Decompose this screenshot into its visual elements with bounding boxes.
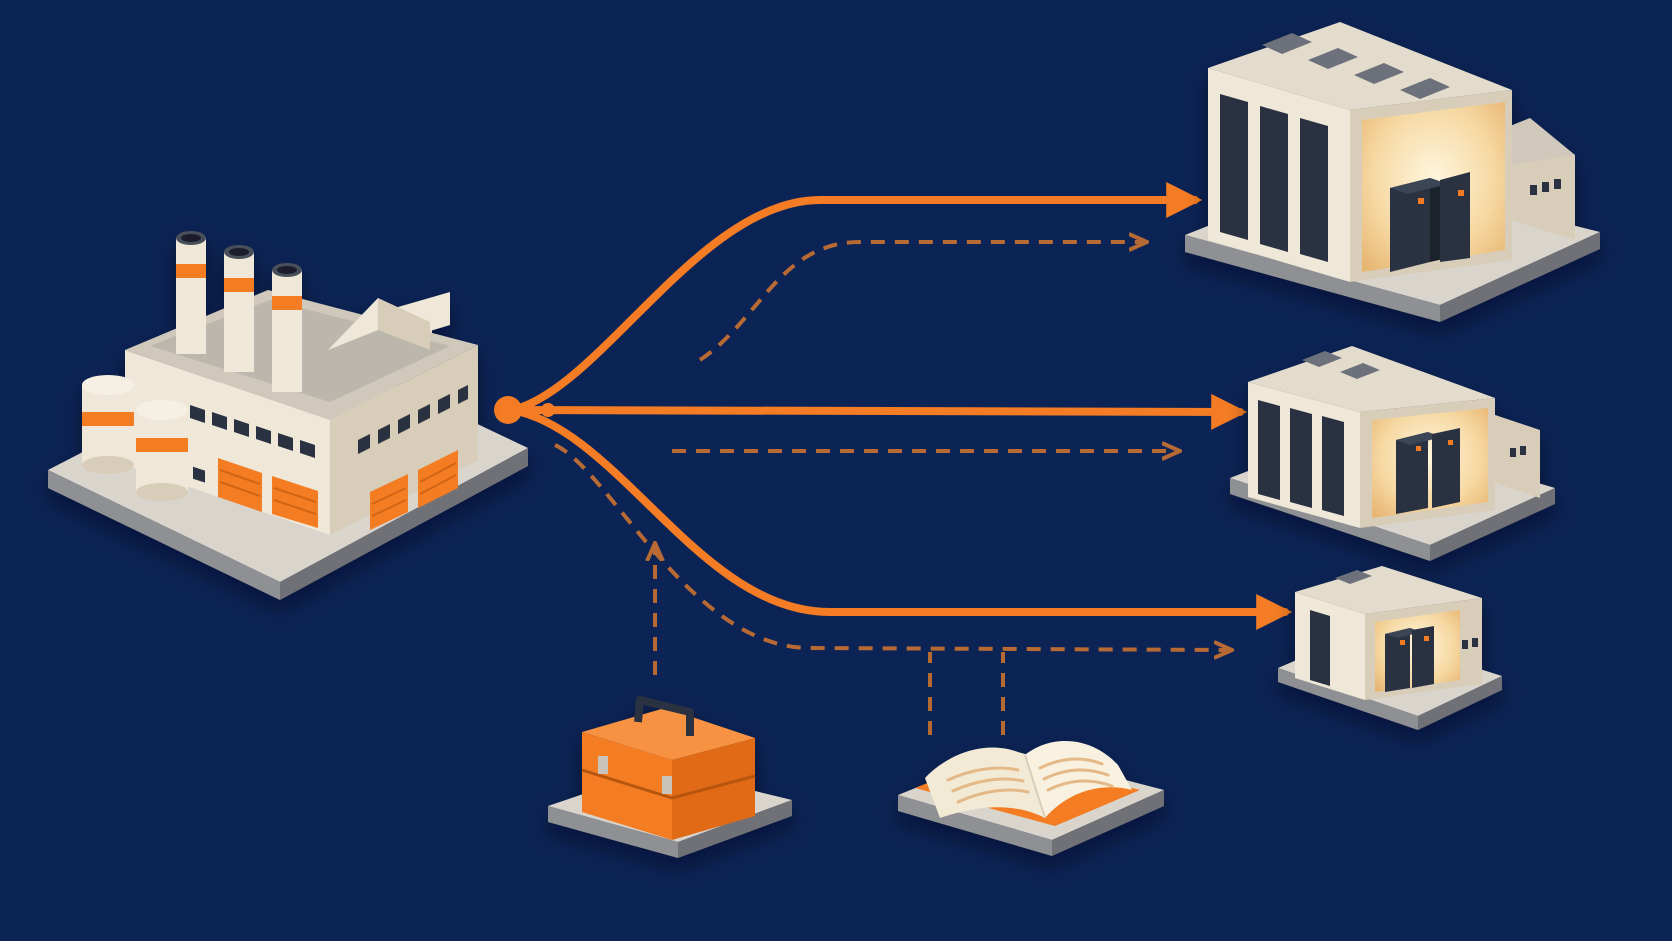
route-junction-dot [494,396,522,424]
factory-door-1 [218,458,262,512]
server-racks-medium [1396,428,1460,514]
smokestacks [176,231,302,392]
server-racks-small [1385,626,1434,692]
data-center-small-icon [1278,566,1502,730]
storage-tanks [82,375,188,501]
flow-lines [494,182,1293,735]
data-center-large-icon [1185,22,1600,322]
factory-door-3 [370,474,408,530]
factory-icon [48,231,528,600]
data-center-medium-icon [1230,346,1555,561]
route-solid-small [508,406,1293,630]
toolbox-icon [548,696,792,858]
server-racks-large [1390,172,1470,272]
route-junction-dot-small [541,403,555,417]
route-solid-large [508,182,1203,414]
route-dashed-large [698,242,1145,362]
route-dashed-small [554,443,1230,650]
route-solid-medium [508,393,1248,430]
open-book-icon [898,741,1164,856]
factory-door-4 [418,450,458,508]
factory-door-2 [272,476,318,528]
